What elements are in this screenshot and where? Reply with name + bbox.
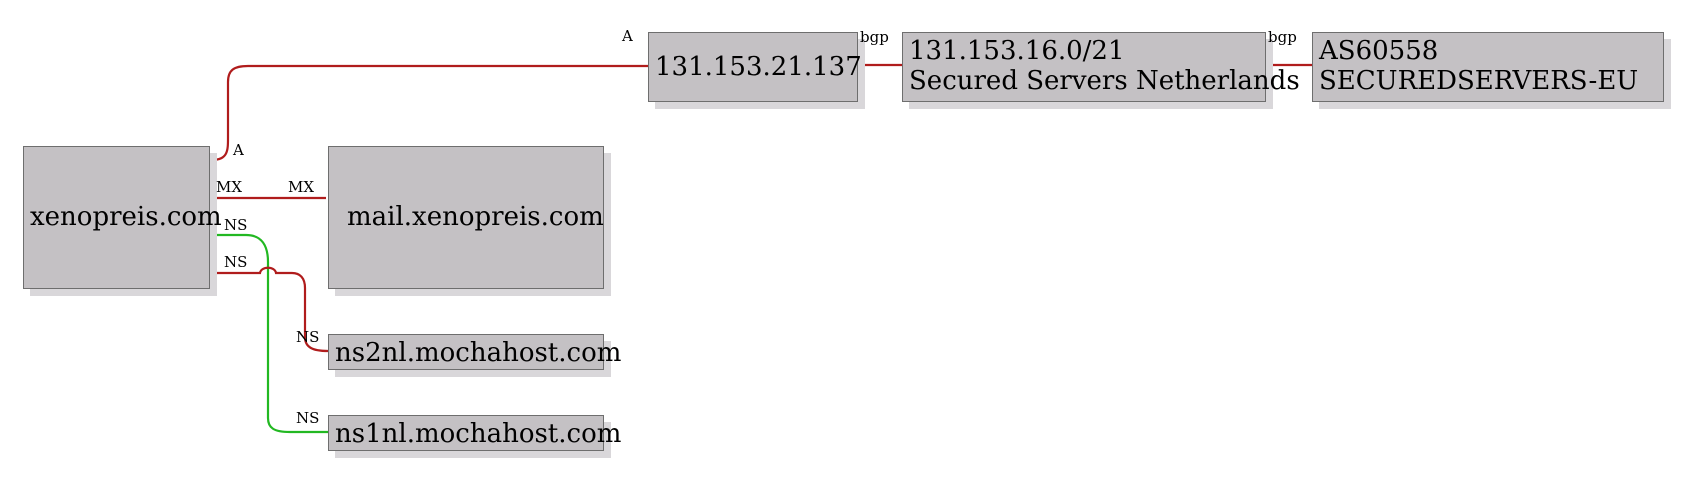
edge-label-bgp-ip-net: bgp (860, 28, 889, 46)
edge-ns-ns1 (212, 233, 328, 434)
edge-label-ns-green-dst: NS (296, 409, 320, 427)
edge-label-a-dst: A (622, 27, 633, 45)
edge-label-a-src: A (233, 141, 244, 159)
node-ns1-label: ns1nl.mochahost.com (335, 419, 622, 449)
node-ns2-label: ns2nl.mochahost.com (335, 338, 622, 368)
node-netblock-line2: Secured Servers Netherlands (909, 66, 1300, 96)
node-ns1[interactable]: ns1nl.mochahost.com (328, 415, 621, 451)
node-mail[interactable]: mail.xenopreis.com (328, 146, 604, 289)
edge-label-mx-src: MX (216, 178, 243, 196)
edge-a (211, 64, 648, 162)
node-netblock-line1: 131.153.16.0/21 (909, 36, 1125, 66)
edge-label-ns-red-src: NS (224, 253, 248, 271)
edge-label-ns-red-dst: NS (296, 328, 320, 346)
edge-label-bgp-net-asn: bgp (1268, 28, 1297, 46)
node-domain-label: xenopreis.com (30, 202, 222, 232)
node-ip-label: 131.153.21.137 (655, 52, 862, 82)
edge-ns-ns2 (212, 266, 329, 353)
node-mail-label: mail.xenopreis.com (347, 202, 604, 232)
node-netblock[interactable]: 131.153.16.0/21 Secured Servers Netherla… (902, 32, 1300, 102)
edge-label-mx-dst: MX (288, 178, 315, 196)
node-ip[interactable]: 131.153.21.137 (648, 32, 862, 102)
node-domain[interactable]: xenopreis.com (23, 146, 222, 289)
edge-label-ns-green-src: NS (224, 216, 248, 234)
node-asn[interactable]: AS60558 SECUREDSERVERS-EU (1312, 32, 1664, 102)
node-asn-line1: AS60558 (1319, 36, 1439, 66)
node-asn-line2: SECUREDSERVERS-EU (1319, 66, 1639, 96)
node-ns2[interactable]: ns2nl.mochahost.com (328, 334, 621, 370)
